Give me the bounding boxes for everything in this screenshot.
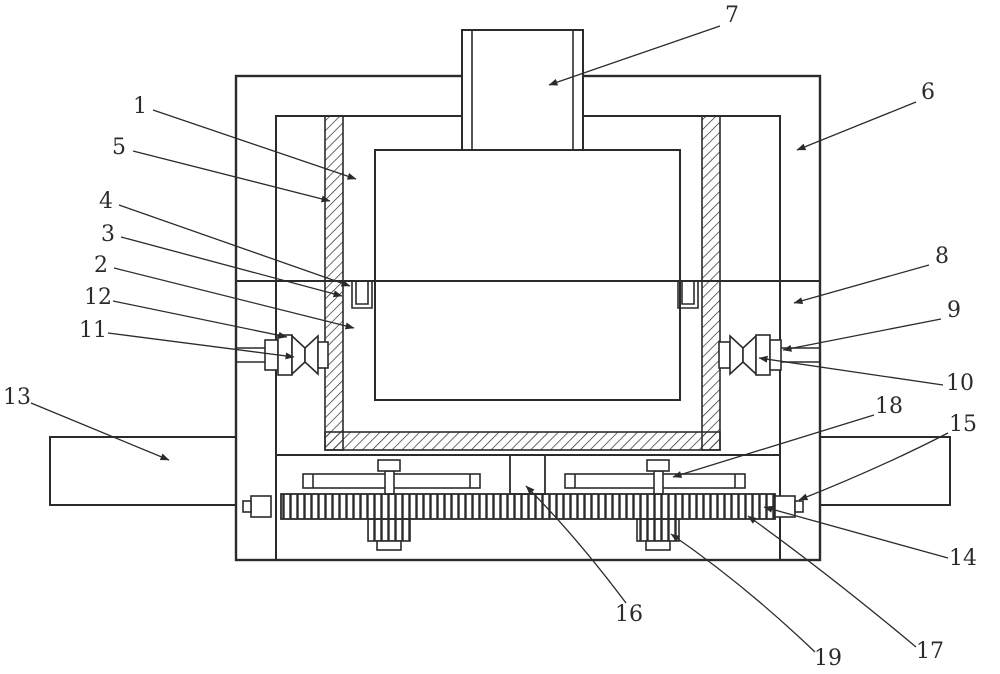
- rack-end-cap-right: [774, 495, 796, 518]
- ref-label-3: 3: [101, 222, 115, 247]
- leader-line-13: [30, 402, 170, 461]
- ref-group-2: 2: [94, 253, 355, 330]
- right-side-table: [819, 436, 951, 506]
- ref-label-9: 9: [947, 298, 961, 323]
- left-coupling-a: [291, 334, 306, 376]
- left-bolt-stem: [384, 470, 395, 495]
- right-bolt-cap: [646, 459, 670, 472]
- rack-end-notch-left: [242, 500, 252, 513]
- reference-labels: 1 2 3 4 5 6 7 8: [3, 3, 977, 671]
- ref-group-8: 8: [793, 244, 949, 305]
- ref-group-4: 4: [99, 189, 351, 287]
- machine-drawing: [49, 29, 951, 562]
- ref-group-16: 16: [525, 485, 643, 627]
- ref-label-19: 19: [814, 646, 842, 671]
- ref-label-10: 10: [946, 371, 974, 396]
- bracket-left: [351, 281, 373, 309]
- left-pinion-gear: [367, 518, 411, 542]
- ref-label-14: 14: [949, 546, 977, 571]
- rack-end-cap-left: [250, 495, 272, 518]
- leader-line-9: [782, 318, 942, 352]
- leader-line-10: [758, 355, 944, 386]
- gear-rack: [280, 493, 776, 520]
- ref-group-12: 12: [84, 285, 288, 339]
- left-shaft-assembly: [236, 334, 329, 376]
- chimney-outer-wall: [461, 29, 584, 149]
- leader-line-1: [152, 109, 357, 180]
- right-flange: [755, 334, 771, 376]
- right-shaft-assembly: [718, 334, 820, 376]
- right-coupling-a: [729, 334, 744, 376]
- ref-group-11: 11: [79, 318, 295, 360]
- leader-line-3: [120, 236, 343, 298]
- ref-label-17: 17: [916, 639, 944, 664]
- ref-group-6: 6: [796, 80, 935, 151]
- ref-label-16: 16: [615, 602, 643, 627]
- leader-line-15: [798, 432, 949, 501]
- leader-line-11: [107, 332, 295, 360]
- right-stub: [718, 341, 731, 369]
- slider-plates: [302, 459, 746, 495]
- ref-label-18: 18: [875, 394, 903, 419]
- ref-label-2: 2: [94, 253, 108, 278]
- leader-line-4: [118, 204, 351, 287]
- ref-label-4: 4: [99, 189, 113, 214]
- chimney-mask: [463, 29, 582, 148]
- ref-group-19: 19: [670, 533, 842, 671]
- ref-label-5: 5: [112, 135, 126, 160]
- leader-line-12: [112, 300, 288, 339]
- rack-end-notch-right: [794, 500, 804, 513]
- hatched-wall-right: [701, 115, 721, 451]
- ref-group-14: 14: [763, 505, 977, 571]
- left-stub: [317, 341, 329, 369]
- pinion-gears: [367, 518, 680, 551]
- ref-label-6: 6: [921, 80, 935, 105]
- ref-group-15: 15: [798, 412, 977, 501]
- ref-group-17: 17: [747, 515, 944, 664]
- leader-line-2: [113, 267, 355, 330]
- hatched-wall-bottom: [324, 431, 721, 451]
- ref-label-7: 7: [725, 3, 739, 28]
- ref-label-8: 8: [935, 244, 949, 269]
- left-coupling-b: [304, 334, 319, 376]
- left-pinion-base: [376, 540, 402, 551]
- ref-group-9: 9: [782, 298, 961, 352]
- bracket-right: [677, 281, 699, 309]
- leader-line-16: [525, 485, 627, 604]
- leader-line-7: [548, 25, 721, 86]
- ref-group-3: 3: [101, 222, 343, 298]
- ref-label-12: 12: [84, 285, 112, 310]
- ref-group-18: 18: [672, 394, 903, 478]
- right-coupling-b: [742, 334, 757, 376]
- leader-line-18: [672, 414, 875, 478]
- ref-label-1: 1: [133, 94, 147, 119]
- right-pinion-base: [645, 540, 671, 551]
- ref-group-13: 13: [3, 385, 170, 461]
- right-bolt-stem: [653, 470, 664, 495]
- ref-label-13: 13: [3, 385, 31, 410]
- right-bearing-block: [769, 339, 782, 371]
- ref-group-7: 7: [548, 3, 739, 86]
- leader-line-19: [670, 533, 816, 653]
- ref-label-15: 15: [949, 412, 977, 437]
- chamber-box: [374, 149, 681, 401]
- ref-group-10: 10: [758, 355, 974, 396]
- leader-line-14: [763, 505, 949, 559]
- left-bolt-cap: [377, 459, 401, 472]
- leader-line-8: [793, 264, 930, 305]
- ref-group-5: 5: [112, 135, 331, 203]
- ref-group-1: 1: [133, 94, 357, 180]
- leader-line-5: [132, 150, 331, 203]
- left-side-table: [49, 436, 237, 506]
- leader-line-17: [747, 515, 917, 648]
- leader-line-6: [796, 101, 917, 151]
- right-pinion-gear: [636, 518, 680, 542]
- ref-label-11: 11: [79, 318, 107, 343]
